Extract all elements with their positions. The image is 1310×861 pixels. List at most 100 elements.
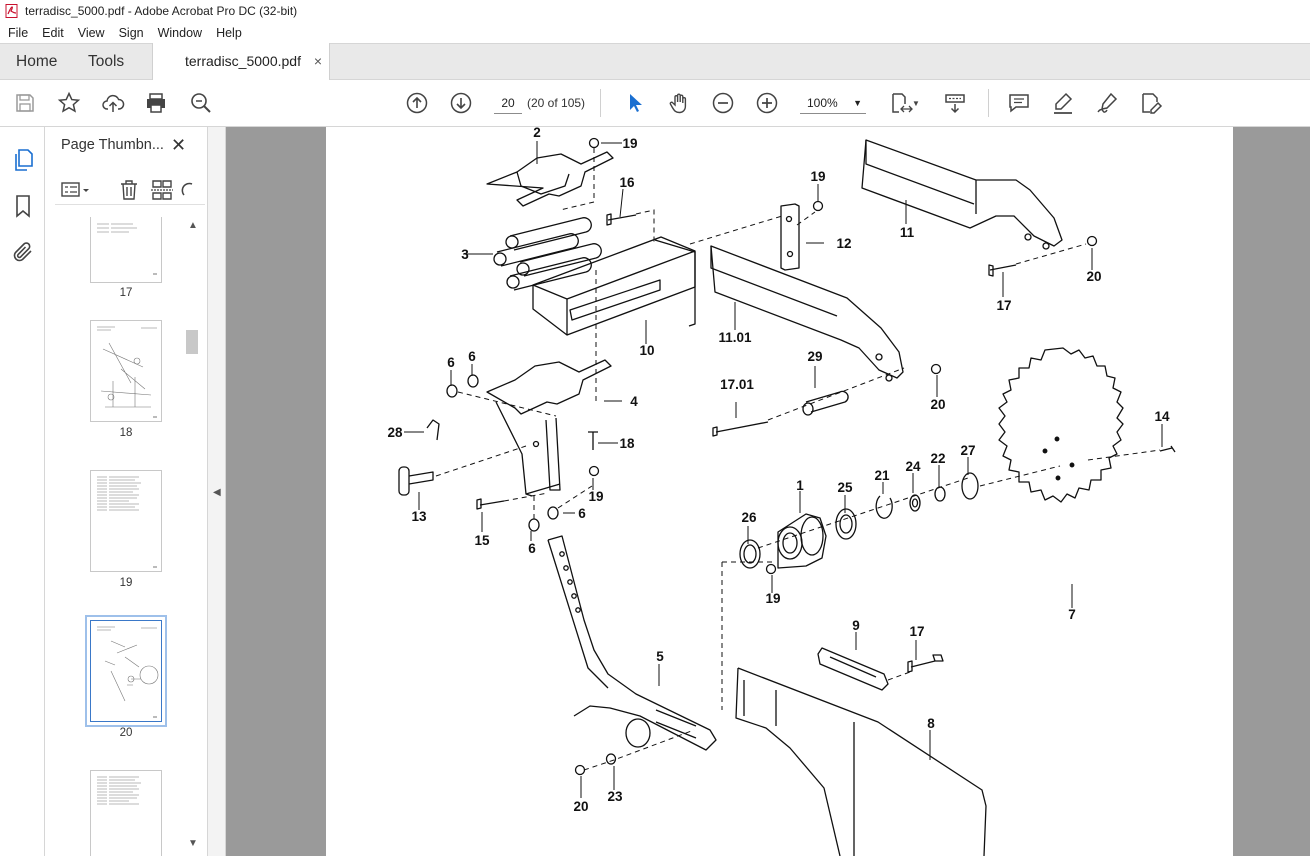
tab-tools[interactable]: Tools [88, 53, 125, 70]
callout-label: 22 [930, 451, 945, 466]
highlight-pen-icon[interactable] [1050, 90, 1076, 116]
fill-sign-icon[interactable] [1094, 90, 1120, 116]
fit-page-icon[interactable] [888, 90, 914, 116]
zoom-out-icon[interactable] [710, 90, 736, 116]
callout-label: 28 [387, 425, 403, 440]
page-thumbnail-selected[interactable] [85, 615, 167, 727]
page-thumbnails-panel: Page Thumbn... ✕ 17 18 19 20 [45, 127, 208, 856]
page-number-input[interactable]: 20 [494, 92, 522, 114]
rotate-page-icon[interactable] [181, 179, 193, 201]
menu-window[interactable]: Window [157, 25, 203, 40]
thumbnail-label: 18 [119, 427, 133, 439]
zoom-in-icon[interactable] [754, 90, 780, 116]
page-thumbnail[interactable] [90, 320, 162, 422]
thumbnail-tools [55, 175, 205, 205]
menu-bar: File Edit View Sign Window Help [0, 22, 1310, 43]
callout-label: 19 [810, 169, 825, 184]
bookmarks-icon[interactable] [8, 191, 38, 221]
callout-label: 2 [533, 127, 541, 140]
print-icon[interactable] [143, 90, 169, 116]
bookmark-star-icon[interactable] [56, 90, 82, 116]
document-area[interactable]: 2 19 16 19 11 3 12 20 17 11.01 10 6 6 29… [226, 125, 1310, 857]
fit-page-dropdown-icon[interactable]: ▼ [912, 98, 920, 108]
collapse-left-icon: ◀ [213, 487, 221, 498]
callout-label: 24 [905, 459, 921, 474]
options-menu-icon[interactable] [61, 181, 91, 199]
callout-label: 6 [447, 355, 455, 370]
right-gutter [1233, 127, 1310, 856]
callout-label: 7 [1068, 607, 1076, 622]
attachments-paperclip-icon[interactable] [8, 237, 38, 267]
callout-label: 20 [930, 397, 945, 412]
panel-collapse-handle[interactable]: ◀ [208, 127, 226, 856]
callout-label: 15 [474, 533, 490, 548]
menu-help[interactable]: Help [216, 25, 242, 40]
window-title: terradisc_5000.pdf - Adobe Acrobat Pro D… [25, 4, 298, 18]
callout-label: 10 [639, 343, 654, 358]
previous-page-icon[interactable] [404, 90, 430, 116]
menu-view[interactable]: View [77, 25, 105, 40]
delete-trash-icon[interactable] [119, 179, 139, 201]
callout-label: 6 [528, 541, 536, 556]
main-toolbar: 20 (20 of 105) 100% ▼ ▼ [0, 80, 1310, 127]
tab-document-label: terradisc_5000.pdf [185, 53, 301, 69]
panel-title: Page Thumbn... [61, 137, 164, 153]
callout-label: 18 [619, 436, 635, 451]
callout-label: 8 [927, 716, 935, 731]
insert-page-icon[interactable] [151, 179, 173, 201]
callout-label: 19 [588, 489, 603, 504]
zoom-select[interactable]: 100% ▼ [800, 92, 866, 114]
scroll-mode-icon[interactable] [942, 90, 968, 116]
callout-label: 19 [622, 136, 637, 151]
callout-label: 26 [741, 510, 757, 525]
thumbnail-list: 17 18 19 20 [45, 217, 185, 856]
tab-document[interactable]: terradisc_5000.pdf × [152, 43, 330, 81]
scroll-down-icon[interactable]: ▼ [188, 838, 198, 849]
tab-bar: Home Tools terradisc_5000.pdf × [0, 43, 1310, 81]
callout-label: 19 [765, 591, 780, 606]
page-thumbnail[interactable] [90, 217, 162, 283]
scroll-up-icon[interactable]: ▲ [188, 220, 198, 231]
callout-label: 25 [837, 480, 853, 495]
page-thumbnail[interactable] [90, 770, 162, 856]
close-tab-icon[interactable]: × [313, 53, 322, 69]
callout-label: 5 [656, 649, 664, 664]
callout-label: 21 [874, 468, 890, 483]
callout-label: 23 [607, 789, 623, 804]
exploded-parts-diagram: 2 19 16 19 11 3 12 20 17 11.01 10 6 6 29… [387, 125, 1176, 857]
callout-label: 20 [573, 799, 588, 814]
callout-label: 12 [836, 236, 851, 251]
callout-label: 16 [619, 175, 635, 190]
edit-pdf-icon[interactable] [1138, 90, 1164, 116]
callout-label: 17.01 [720, 377, 754, 392]
upload-cloud-icon[interactable] [100, 90, 126, 116]
toolbar-divider [988, 89, 989, 117]
next-page-icon[interactable] [448, 90, 474, 116]
hand-tool-icon[interactable] [666, 90, 692, 116]
callout-label: 11 [900, 225, 915, 240]
page-thumbnails-icon[interactable] [8, 145, 38, 175]
pdf-page: 2 19 16 19 11 3 12 20 17 11.01 10 6 6 29… [326, 125, 1236, 857]
acrobat-logo-icon [5, 4, 18, 18]
callout-label: 3 [461, 247, 469, 262]
zoom-search-icon[interactable] [188, 90, 214, 116]
menu-edit[interactable]: Edit [42, 25, 64, 40]
close-panel-icon[interactable]: ✕ [171, 135, 187, 155]
callout-label: 9 [852, 618, 860, 633]
chevron-down-icon: ▼ [853, 98, 862, 108]
thumbnail-label: 20 [119, 727, 133, 739]
thumbnail-scrollbar[interactable]: ▲ ▼ [184, 218, 201, 856]
callout-label: 13 [411, 509, 427, 524]
page-thumbnail[interactable] [90, 470, 162, 572]
scrollbar-thumb[interactable] [186, 330, 198, 354]
callout-label: 17 [996, 298, 1011, 313]
callout-label: 14 [1154, 409, 1170, 424]
tab-home[interactable]: Home [16, 53, 58, 70]
comment-icon[interactable] [1006, 90, 1032, 116]
select-cursor-icon[interactable] [622, 90, 648, 116]
menu-file[interactable]: File [8, 25, 29, 40]
menu-sign[interactable]: Sign [118, 25, 144, 40]
callout-label: 27 [960, 443, 975, 458]
callout-label: 6 [468, 349, 476, 364]
save-icon[interactable] [12, 90, 38, 116]
